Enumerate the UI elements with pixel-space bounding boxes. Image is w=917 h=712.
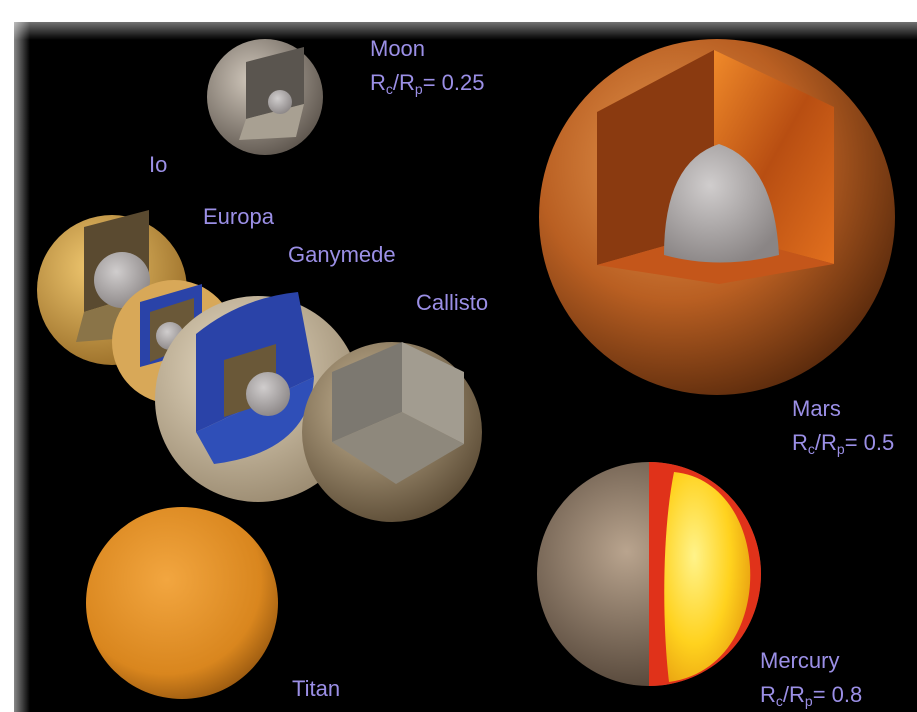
- mercury-cutaway: [537, 462, 761, 686]
- moon-cutaway: [207, 39, 323, 155]
- mars-label: Mars: [792, 396, 841, 421]
- moon-ratio-sub-p: p: [414, 81, 423, 97]
- mars-ratio-sub-p: p: [836, 441, 845, 457]
- callisto-label: Callisto: [416, 290, 489, 315]
- mars-ratio-sub-c: c: [807, 441, 815, 457]
- mercury-ratio-slash: /R: [782, 682, 805, 707]
- planet-interiors-illustration: [37, 39, 895, 699]
- mars-ratio-slash: /R: [814, 430, 837, 455]
- mars-cutaway: [539, 39, 895, 395]
- ganymede-label: Ganymede: [288, 242, 396, 267]
- europa-label: Europa: [203, 204, 274, 229]
- moon-label: Moon: [370, 36, 426, 61]
- moon-ratio-prefix: R: [370, 70, 386, 95]
- io-label: Io: [149, 152, 168, 177]
- mars-ratio-prefix: R: [792, 430, 808, 455]
- mercury-ratio-value: = 0.8: [812, 682, 863, 707]
- figure-canvas: Moon Rc/Rp= 0.25 Io Europa Ganymede Call…: [14, 22, 917, 712]
- titan-label: Titan: [292, 676, 341, 701]
- titan-globe: [86, 507, 278, 699]
- mars-ratio-value: = 0.5: [844, 430, 895, 455]
- callisto-cutaway: [302, 342, 482, 522]
- mercury-ratio: Rc/Rp= 0.8: [760, 682, 863, 709]
- mercury-label: Mercury: [760, 648, 840, 673]
- moon-ratio-sub-c: c: [385, 81, 393, 97]
- moon-ratio: Rc/Rp= 0.25: [370, 70, 485, 97]
- mars-ratio: Rc/Rp= 0.5: [792, 430, 895, 457]
- moon-ratio-slash: /R: [392, 70, 415, 95]
- moon-ratio-value: = 0.25: [422, 70, 485, 95]
- mercury-ratio-sub-p: p: [804, 693, 813, 709]
- mercury-ratio-prefix: R: [760, 682, 776, 707]
- mercury-ratio-sub-c: c: [775, 693, 783, 709]
